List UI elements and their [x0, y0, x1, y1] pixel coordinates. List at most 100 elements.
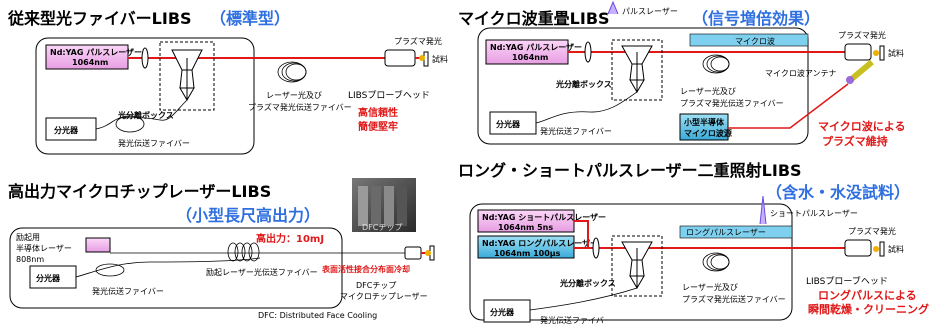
- panel2-mw-source2: マイクロ波源: [684, 128, 732, 138]
- panel4-short-laser2: 1064nm 5ns: [498, 223, 553, 232]
- panel3-excite-laser: [85, 237, 111, 253]
- panel1-separation-label: 光分離ボックス: [117, 110, 174, 120]
- panel1-spectrometer-label: 分光器: [54, 125, 79, 135]
- panel4-short-pulse-shape: [759, 195, 767, 225]
- panel4-feature1: ロングパルスによる: [818, 288, 917, 302]
- panel3-spectrometer-label: 分光器: [36, 273, 61, 283]
- panel3-excite1: 励起用: [16, 233, 40, 242]
- panel1-laser-line1: Nd:YAG パルスレーザー: [50, 47, 142, 57]
- panel2-subtitle: （信号増倍効果）: [692, 9, 820, 28]
- panel3-emission-coil: [95, 263, 125, 277]
- panel-microwave-libs: マイクロ波重畳LIBS パルスレーザー （信号増倍効果） マイクロ波 Nd:YA…: [458, 0, 905, 148]
- panel3-fiber-coil: [227, 242, 260, 262]
- panel4-title: ロング・ショートパルスレーザー二重照射LIBS: [458, 161, 802, 180]
- panel4-spectrometer-label: 分光器: [490, 307, 515, 317]
- panel2-microwave-label: マイクロ波: [735, 36, 775, 46]
- panel3-enclosure: [9, 227, 343, 309]
- panel1-feature1: 高信頼性: [358, 106, 398, 119]
- panel4-short-laser1: Nd:YAG ショートパルスレーザー: [482, 212, 606, 222]
- panel3-title: 高出力マイクロチップレーザーLIBS: [8, 182, 271, 201]
- panel1-probe-label: LIBSプローブヘッド: [348, 89, 430, 101]
- panel4-probe-head: [844, 239, 872, 257]
- panel3-cooling: 表面活性接合分布面冷却: [321, 264, 410, 274]
- panel2-fiber-label1: レーザー光及び: [680, 86, 736, 96]
- panel4-short-pulse-label: ショートパルスレーザー: [770, 209, 858, 218]
- panel1-feature2: 簡便堅牢: [358, 120, 398, 133]
- panel3-photo-label: DFCチップ: [362, 223, 402, 232]
- panel1-subtitle: （標準型）: [210, 9, 290, 28]
- panel1-probe-head: [384, 49, 416, 67]
- panel1-emission-coil: [115, 115, 145, 133]
- panel1-title: 従来型光ファイバーLIBS: [7, 9, 192, 28]
- panel2-mw-source: [679, 113, 729, 141]
- panel2-feature2: プラズマ維持: [822, 134, 888, 148]
- panel4-separation-label: 光分離ボックス: [559, 278, 616, 288]
- panel2-laser-line1: Nd:YAG パルスレーザー: [490, 42, 582, 52]
- panel4-spectrometer: [483, 299, 531, 323]
- panel2-pulse-shape: [607, 0, 619, 15]
- panel1-fiber-label1: レーザー光及び: [266, 90, 322, 100]
- panel4-long-pulse-label: ロングパルスレーザー: [686, 227, 766, 237]
- panel1-sample-label: 試料: [432, 54, 448, 64]
- panel4-sample-icon: [879, 241, 885, 257]
- panel4-lens: [592, 237, 600, 259]
- panel2-antenna-label: マイクロ波アンテナ: [765, 68, 837, 78]
- panel4-plasma-label: プラズマ発光: [848, 226, 896, 236]
- panel2-lens: [584, 41, 592, 63]
- panel4-feature2: 瞬間乾燥・クリーニング: [808, 302, 929, 316]
- panel2-sample-icon: [879, 45, 885, 61]
- panel3-output: 高出力：10mJ: [256, 232, 324, 245]
- panel1-separation-box: [159, 41, 215, 111]
- panel4-fiber-coil: [702, 252, 730, 272]
- panel1-fiber-label2: プラズマ発光伝送ファイバー: [248, 102, 352, 112]
- panel4-emission-fiber: [529, 287, 638, 311]
- panel1-laser-line2: 1064nm: [72, 58, 108, 67]
- panel4-long-laser1: Nd:YAG ロングパルスレーザー: [482, 238, 598, 248]
- panel4-separation-box: [611, 235, 663, 297]
- panel2-probe-head: [844, 43, 872, 61]
- panel3-excite3: 808nm: [16, 255, 44, 264]
- panel4-plasma-icon: [873, 246, 879, 252]
- panel2-laser-box: [485, 39, 569, 65]
- panel4-long-laser2: 1064nm 100μs: [494, 249, 561, 258]
- panel4-enclosure: [469, 203, 793, 321]
- panel4-fiber-label1: レーザー光及び: [682, 282, 738, 292]
- panel-double-pulse-libs: ロング・ショートパルスレーザー二重照射LIBS （含水・水没試料） Nd:YAG…: [458, 161, 929, 324]
- panel1-emission-fiber-label: 発光伝送ファイバー: [118, 138, 190, 148]
- panel1-plasma-label: プラズマ発光: [394, 36, 442, 46]
- panel1-plasma-icon: [419, 55, 425, 61]
- panel2-antenna-tip: [846, 76, 854, 84]
- panel2-pulse-label: パルスレーザー: [622, 7, 678, 16]
- panel3-emission-fiber-label: 発光伝送ファイバー: [92, 286, 164, 296]
- panel-standard-libs: 従来型光ファイバーLIBS （標準型） Nd:YAG パルスレーザー 1064n…: [7, 9, 448, 155]
- panel4-long-pulse-band: [679, 225, 793, 239]
- panel2-sample-label: 試料: [888, 48, 904, 58]
- panel2-title: マイクロ波重畳LIBS: [458, 9, 610, 28]
- panel4-probe-label: LIBSプローブヘッド: [806, 275, 888, 287]
- panel2-separation-label: 光分離ボックス: [555, 79, 612, 89]
- panel2-microwave-band: [689, 33, 809, 47]
- panel2-laser-line2: 1064nm: [512, 53, 548, 62]
- panel3-subtitle: （小型長尺高出力）: [176, 206, 320, 225]
- panel3-emission-fiber: [75, 257, 261, 278]
- panel2-mw-source1: 小型半導体: [683, 117, 725, 127]
- panel1-fiber-coil: [277, 61, 307, 83]
- panel3-plasma-icon: [425, 250, 431, 256]
- panel2-emission-fiber: [535, 91, 638, 124]
- panel3-footnote: DFC: Distributed Face Cooling: [258, 311, 377, 320]
- panel3-microchip: マイクロチップレーザー: [340, 292, 428, 301]
- panel4-short-beam: [574, 220, 589, 248]
- panel4-emission-fiber-label: 発光伝送ファイバー: [540, 315, 612, 324]
- panel3-dfc-chip: DFCチップ: [356, 281, 396, 290]
- panel1-emission-fiber: [95, 99, 188, 130]
- panel3-photo: DFCチップ: [352, 178, 416, 232]
- panel2-fiber-label2: プラズマ発光伝送ファイバー: [680, 98, 784, 108]
- panel-microchip-libs: 高出力マイクロチップレーザーLIBS （小型長尺高出力） DFCチップ 励起用 …: [8, 178, 435, 320]
- panel2-plasma-icon: [873, 50, 879, 56]
- panel4-sample-label: 試料: [888, 244, 904, 254]
- panel2-separation-box: [611, 39, 663, 101]
- panel2-mw-cable: [728, 83, 849, 129]
- panel3-pump-fiber-label: 励起レーザー光伝送ファイバー: [206, 267, 318, 277]
- panel2-feature1: マイクロ波による: [818, 119, 905, 133]
- panel1-laser-box: [45, 44, 129, 70]
